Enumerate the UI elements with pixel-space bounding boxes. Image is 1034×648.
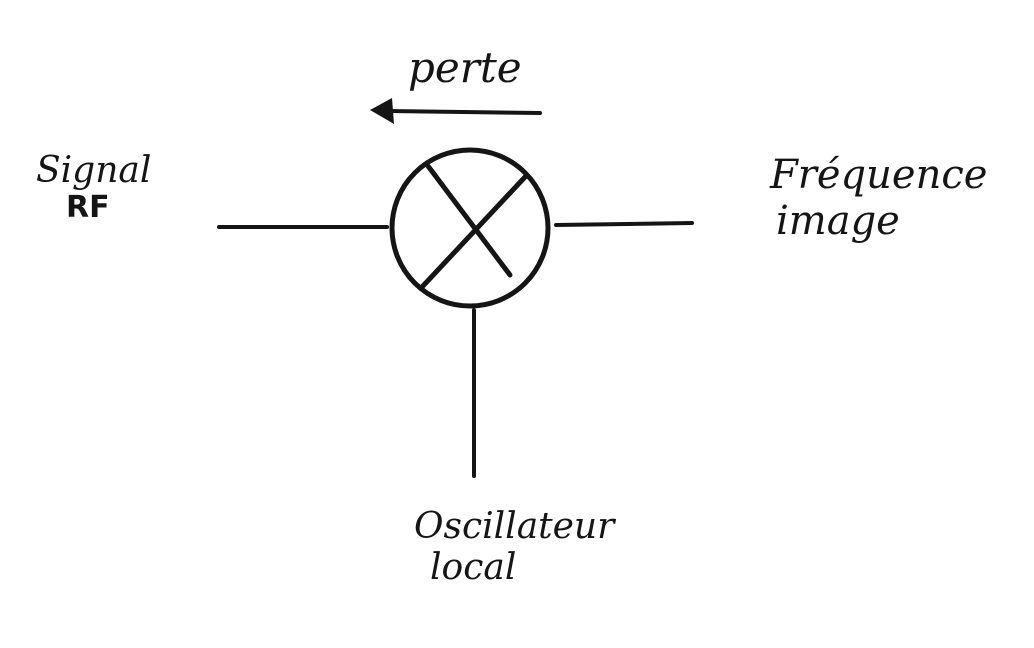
mixer-icon [389, 147, 551, 309]
loss-arrow-shaft [386, 109, 542, 115]
local-oscillator-label-line2: local [430, 547, 517, 589]
loss-label: perte [408, 43, 522, 92]
loss-arrow-head [370, 98, 394, 124]
image-frequency-label-line1: Fréquence [770, 152, 988, 198]
image-output-line [554, 221, 694, 227]
local-oscillator-label-line1: Oscillateur [414, 506, 615, 547]
mixer-cross-line-b [419, 174, 528, 290]
rf-signal-label-line1: Signal [36, 150, 152, 191]
rf-signal-label: Signal RF [36, 150, 151, 226]
rf-signal-label-line2: RF [66, 190, 110, 226]
loss-arrow-icon [370, 98, 542, 124]
mixer-circle [389, 147, 551, 309]
image-frequency-label-line2: image [776, 198, 900, 244]
image-frequency-label: Fréquence image [770, 152, 987, 244]
local-oscillator-label: Oscillateur local [414, 506, 614, 589]
mixer-cross-line-a [425, 163, 513, 278]
